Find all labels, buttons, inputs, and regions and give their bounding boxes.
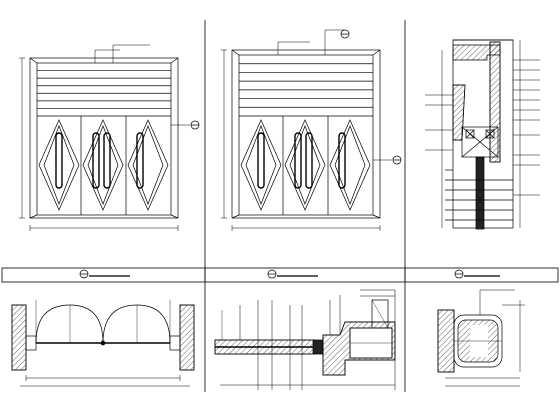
door-plan-right <box>437 289 525 387</box>
sheet-frame <box>1 20 559 392</box>
title-marker-3 <box>454 269 500 279</box>
door-section-detail <box>425 39 540 230</box>
title-marker-2 <box>267 269 318 279</box>
door-plan-middle <box>214 289 396 390</box>
door-elevation-middle <box>221 29 402 231</box>
title-marker-1 <box>79 269 130 279</box>
door-elevation-left <box>19 44 200 231</box>
door-plan-left <box>11 300 195 387</box>
